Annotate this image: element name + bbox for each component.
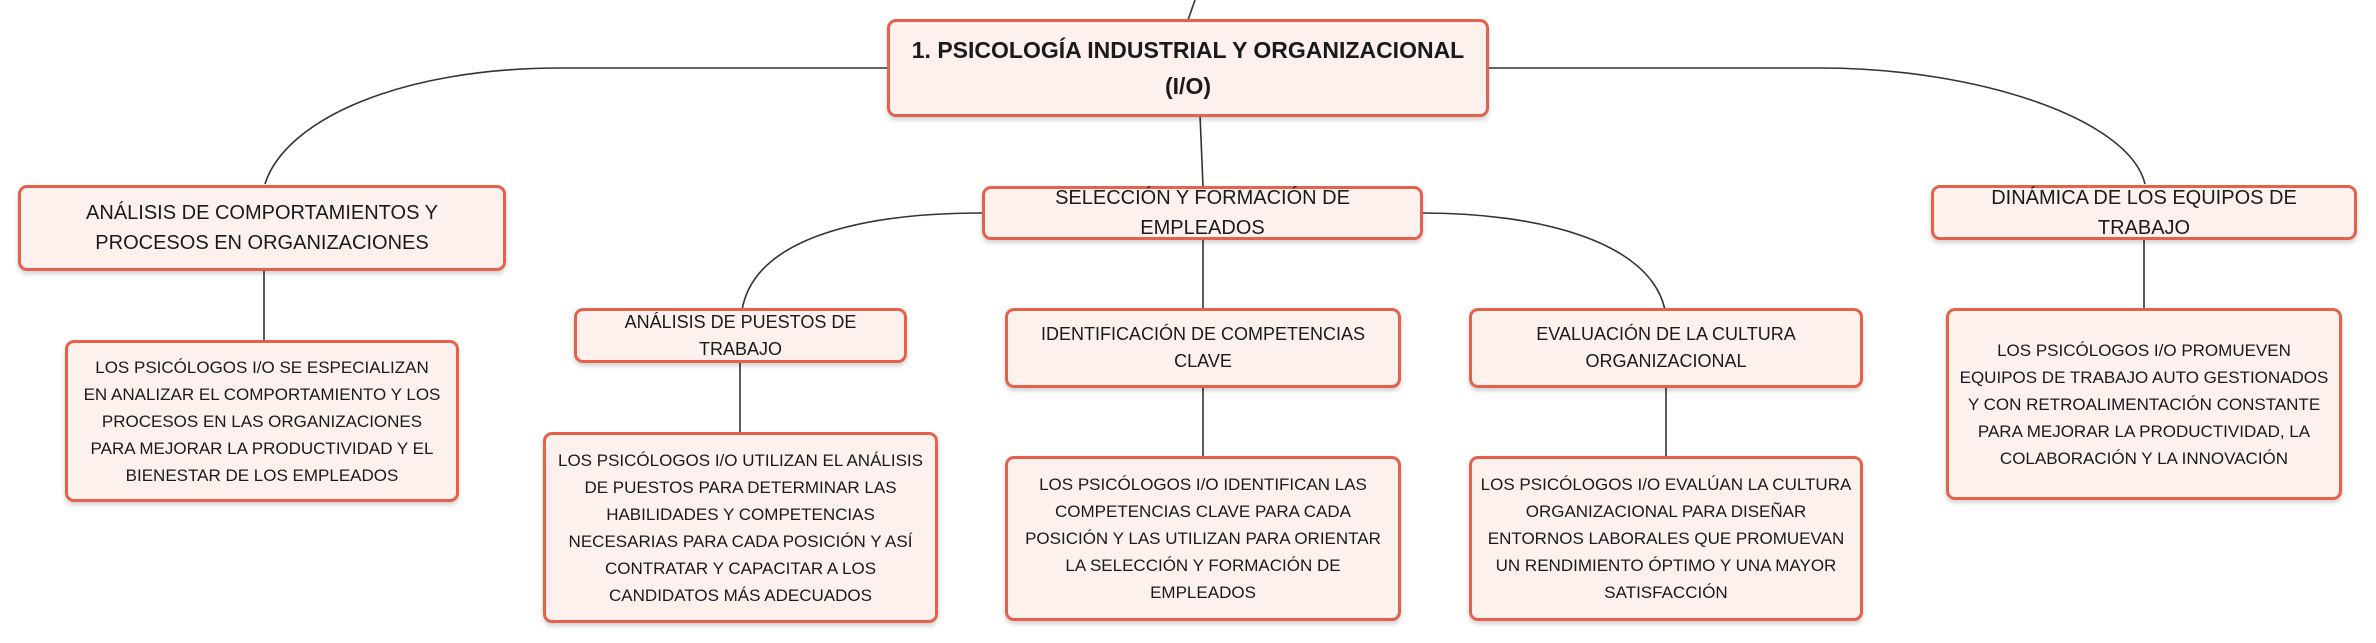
connector-seleccion-cultura	[1422, 212, 1666, 311]
node-analisis-comportamientos[interactable]: ANÁLISIS DE COMPORTAMIENTOS Y PROCESOS E…	[18, 185, 506, 271]
node-title: SELECCIÓN Y FORMACIÓN DE EMPLEADOS	[1055, 187, 1350, 239]
connector-root-seleccion	[1199, 114, 1204, 187]
node-title: EVALUACIÓN DE LA CULTURA ORGANIZACIONAL	[1536, 324, 1796, 371]
connector-root-equipos	[1486, 67, 2146, 185]
node-equipos-desc[interactable]: LOS PSICÓLOGOS I/O PROMUEVEN EQUIPOS DE …	[1946, 308, 2342, 500]
node-desc-text: LOS PSICÓLOGOS I/O IDENTIFICAN LAS COMPE…	[1025, 475, 1381, 602]
node-desc-text: LOS PSICÓLOGOS I/O SE ESPECIALIZAN EN AN…	[83, 357, 441, 485]
connector-root-analisis	[264, 67, 890, 185]
node-desc-text: LOS PSICÓLOGOS I/O PROMUEVEN EQUIPOS DE …	[1959, 340, 2329, 468]
connector-incoming	[1187, 0, 1196, 21]
node-desc-text: LOS PSICÓLOGOS I/O EVALÚAN LA CULTURA OR…	[1480, 475, 1852, 602]
root-node[interactable]: 1. PSICOLOGÍA INDUSTRIAL Y ORGANIZACIONA…	[887, 19, 1489, 117]
node-cultura-desc[interactable]: LOS PSICÓLOGOS I/O EVALÚAN LA CULTURA OR…	[1469, 456, 1863, 621]
connector-seleccion-puestos	[741, 212, 983, 311]
node-title: ANÁLISIS DE PUESTOS DE TRABAJO	[624, 311, 857, 359]
node-title: DINÁMICA DE LOS EQUIPOS DE TRABAJO	[1991, 186, 2297, 239]
node-analisis-puestos[interactable]: ANÁLISIS DE PUESTOS DE TRABAJO	[574, 308, 907, 363]
node-competencias-desc[interactable]: LOS PSICÓLOGOS I/O IDENTIFICAN LAS COMPE…	[1005, 456, 1401, 621]
root-title: 1. PSICOLOGÍA INDUSTRIAL Y ORGANIZACIONA…	[911, 37, 1465, 99]
node-title: ANÁLISIS DE COMPORTAMIENTOS Y PROCESOS E…	[86, 202, 438, 254]
node-seleccion-formacion[interactable]: SELECCIÓN Y FORMACIÓN DE EMPLEADOS	[982, 186, 1423, 240]
node-analisis-desc[interactable]: LOS PSICÓLOGOS I/O SE ESPECIALIZAN EN AN…	[65, 340, 459, 502]
node-evaluacion-cultura[interactable]: EVALUACIÓN DE LA CULTURA ORGANIZACIONAL	[1469, 308, 1863, 388]
node-identificacion-competencias[interactable]: IDENTIFICACIÓN DE COMPETENCIAS CLAVE	[1005, 308, 1401, 388]
node-puestos-desc[interactable]: LOS PSICÓLOGOS I/O UTILIZAN EL ANÁLISIS …	[543, 432, 938, 623]
node-dinamica-equipos[interactable]: DINÁMICA DE LOS EQUIPOS DE TRABAJO	[1931, 185, 2357, 240]
node-title: IDENTIFICACIÓN DE COMPETENCIAS CLAVE	[1040, 324, 1366, 371]
node-desc-text: LOS PSICÓLOGOS I/O UTILIZAN EL ANÁLISIS …	[558, 450, 923, 605]
